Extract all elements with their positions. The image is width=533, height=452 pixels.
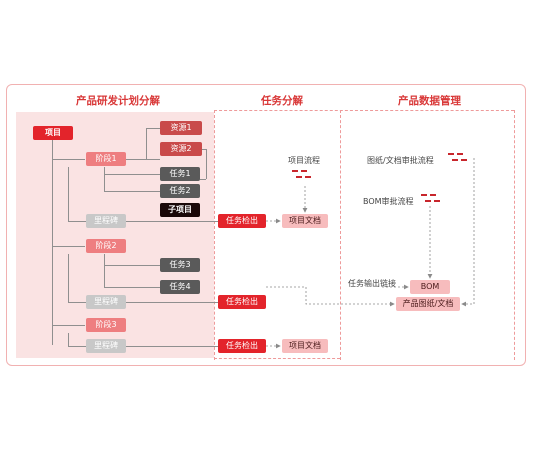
node-project[interactable]: 项目 <box>33 126 73 140</box>
node-task-check3[interactable]: 任务检出 <box>218 339 266 353</box>
connector <box>126 159 160 160</box>
node-product-docs[interactable]: 产品图纸/文档 <box>396 297 460 311</box>
column-bottom-border <box>214 358 340 359</box>
node-bom[interactable]: BOM <box>410 280 450 294</box>
connector <box>104 191 160 192</box>
connector <box>146 128 160 129</box>
label-task-output: 任务输出链接 <box>348 279 396 288</box>
flow-icon <box>292 170 312 182</box>
stage3-branch <box>68 333 69 346</box>
connector <box>200 179 206 180</box>
connector <box>52 325 85 326</box>
node-task-check1[interactable]: 任务检出 <box>218 214 266 228</box>
stage1-sub <box>104 167 105 192</box>
flow-icon <box>421 194 441 206</box>
label-project-flow: 项目流程 <box>288 156 320 165</box>
node-task3[interactable]: 任务3 <box>160 258 200 272</box>
stage1-branch <box>68 167 69 221</box>
node-task2[interactable]: 任务2 <box>160 184 200 198</box>
connector <box>68 346 86 347</box>
flow-icon <box>448 153 468 165</box>
column-divider <box>214 110 215 360</box>
column-divider <box>340 110 341 360</box>
node-stage2[interactable]: 阶段2 <box>86 239 126 253</box>
node-task-check2[interactable]: 任务检出 <box>218 295 266 309</box>
column-right-border <box>514 110 515 360</box>
header-task: 任务分解 <box>261 95 303 107</box>
node-task1[interactable]: 任务1 <box>160 167 200 181</box>
connector <box>104 174 160 175</box>
node-milestone1[interactable]: 里程碑 <box>86 214 126 228</box>
tree-trunk <box>52 140 53 345</box>
node-resource2[interactable]: 资源2 <box>160 142 202 156</box>
node-project-doc1[interactable]: 项目文档 <box>282 214 328 228</box>
label-drawing-flow: 图纸/文档审批流程 <box>367 156 434 165</box>
resource-link <box>146 128 147 159</box>
node-milestone3[interactable]: 里程碑 <box>86 339 126 353</box>
node-stage3[interactable]: 阶段3 <box>86 318 126 332</box>
connector <box>126 302 218 303</box>
node-project-doc2[interactable]: 项目文档 <box>282 339 328 353</box>
stage2-sub <box>104 254 105 287</box>
connector <box>104 265 160 266</box>
connector <box>104 287 160 288</box>
header-pdm: 产品数据管理 <box>398 95 461 107</box>
header-plan: 产品研发计划分解 <box>76 95 160 107</box>
node-milestone2[interactable]: 里程碑 <box>86 295 126 309</box>
label-bom-flow: BOM审批流程 <box>363 197 414 206</box>
connector <box>52 159 85 160</box>
connector <box>126 346 218 347</box>
node-resource1[interactable]: 资源1 <box>160 121 202 135</box>
connector <box>202 149 206 150</box>
connector <box>68 302 86 303</box>
column-top-border <box>214 110 514 111</box>
node-stage1[interactable]: 阶段1 <box>86 152 126 166</box>
stage2-branch <box>68 254 69 302</box>
resource2-link <box>206 149 207 179</box>
diagram-frame <box>6 84 526 366</box>
connector <box>126 221 218 222</box>
connector <box>68 221 86 222</box>
node-task4[interactable]: 任务4 <box>160 280 200 294</box>
connector <box>52 246 85 247</box>
node-subproject[interactable]: 子项目 <box>160 203 200 217</box>
